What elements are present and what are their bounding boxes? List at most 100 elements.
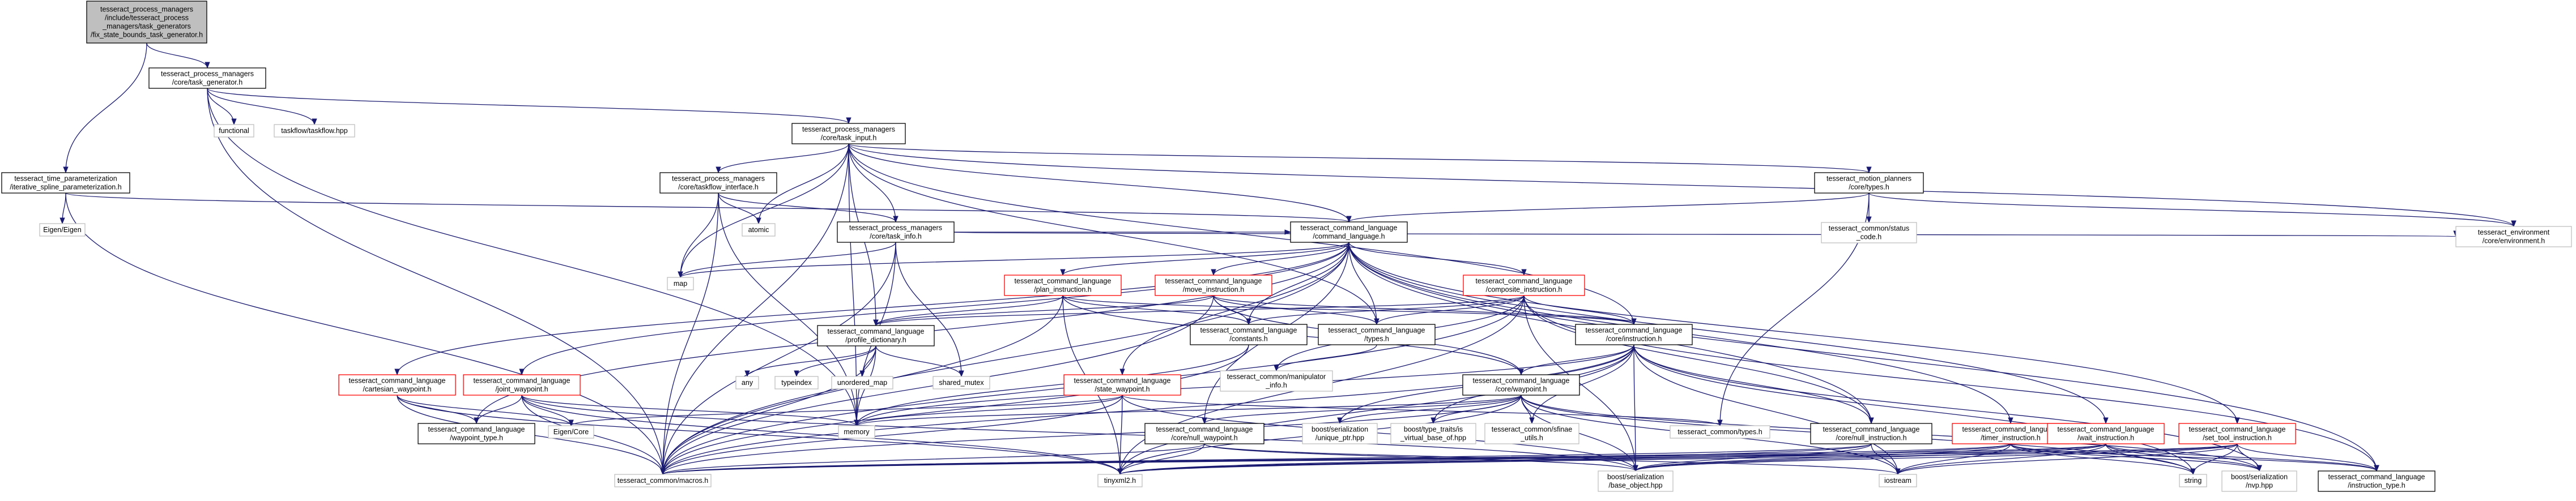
edge-set_tool_instruction-to-instruction_type xyxy=(2237,443,2379,472)
edge-set_tool_instruction-to-string xyxy=(2190,443,2238,476)
node-task-info[interactable]: tesseract_process_managers/core/task_inf… xyxy=(837,221,955,243)
node-root[interactable]: tesseract_process_managers/include/tesse… xyxy=(86,1,207,44)
edge-constants-to-memory xyxy=(854,344,1249,427)
node-constants[interactable]: tesseract_command_language/constants.h xyxy=(1190,324,1308,345)
node-box xyxy=(1821,222,1917,243)
node-taskflow-interface[interactable]: tesseract_process_managers/core/taskflow… xyxy=(659,172,777,194)
edge-task_input-to-motion_types xyxy=(848,143,1871,174)
node-core-instruction[interactable]: tesseract_command_language/core/instruct… xyxy=(1575,324,1693,345)
edge-root-to-iterative_spline xyxy=(63,42,147,174)
node-composite-instruction[interactable]: tesseract_command_language/composite_ins… xyxy=(1463,275,1585,296)
node-waypoint-type[interactable]: tesseract_command_language/waypoint_type… xyxy=(418,423,535,444)
node-label: /unique_ptr.hpp xyxy=(1315,434,1364,442)
node-plan-instruction[interactable]: tesseract_command_language/plan_instruct… xyxy=(1004,275,1122,296)
node-label: /wait_instruction.h xyxy=(2077,434,2134,442)
node-box xyxy=(2318,470,2436,492)
node-state-waypoint[interactable]: tesseract_command_language/state_waypoin… xyxy=(1063,374,1181,396)
node-label: tesseract_common/macros.h xyxy=(618,477,709,485)
node-label: tesseract_command_language xyxy=(1015,277,1112,285)
node-label: /state_waypoint.h xyxy=(1095,386,1149,393)
node-box xyxy=(614,474,712,487)
edge-composite_instruction-to-core_instruction xyxy=(1523,295,1637,326)
node-box xyxy=(338,374,456,396)
node-label: /core/environment.h xyxy=(2483,237,2545,245)
node-macros: tesseract_common/macros.h xyxy=(614,474,712,487)
edge-cartesian_waypoint-to-waypoint_type xyxy=(397,395,479,425)
edge-core_waypoint-to-memory xyxy=(854,395,1522,427)
node-environment: tesseract_environment/core/environment.h xyxy=(2455,226,2572,247)
node-string: string xyxy=(2179,474,2207,487)
node-label: tesseract_command_language xyxy=(1301,224,1398,232)
node-task-generator[interactable]: tesseract_process_managers/core/task_gen… xyxy=(148,67,266,89)
edge-core_waypoint-to-unique_ptr xyxy=(1337,395,1522,425)
edge-composite_instruction-to-instruction_type xyxy=(1523,295,2379,472)
node-iterative-spline[interactable]: tesseract_time_parameterization/iterativ… xyxy=(1,172,130,194)
node-motion-types[interactable]: tesseract_motion_planners/core/types.h xyxy=(1814,172,1924,194)
node-label: shared_mutex xyxy=(939,379,984,387)
node-box xyxy=(1390,423,1476,444)
edge-taskflow_interface-to-atomic xyxy=(718,192,761,225)
node-core-waypoint[interactable]: tesseract_command_language/core/waypoint… xyxy=(1462,374,1580,396)
node-label: /core/task_generator.h xyxy=(172,79,242,87)
node-label: _managers/task_generators xyxy=(102,23,191,31)
edge-null_instruction-to-macros xyxy=(661,443,1872,476)
node-label: unordered_map xyxy=(837,379,887,387)
node-label: /core/null_waypoint.h xyxy=(1171,434,1237,442)
node-box xyxy=(2221,470,2297,492)
node-box xyxy=(1484,423,1579,444)
node-task-input[interactable]: tesseract_process_managers/core/task_inp… xyxy=(791,123,906,144)
node-label: /core/types.h xyxy=(1849,183,1889,191)
node-wait-instruction[interactable]: tesseract_command_language/wait_instruct… xyxy=(2047,423,2165,444)
node-null-waypoint[interactable]: tesseract_command_language/core/null_way… xyxy=(1144,423,1264,444)
node-label: tesseract_command_language xyxy=(828,328,925,336)
node-label: /profile_dictionary.h xyxy=(845,336,906,344)
edge-timer_instruction-to-iostream xyxy=(1895,443,2011,476)
edge-task_input-to-map xyxy=(678,143,849,279)
node-move-instruction[interactable]: tesseract_command_language/move_instruct… xyxy=(1155,275,1272,296)
node-taskflow: taskflow/taskflow.hpp xyxy=(274,124,355,138)
edge-wait_instruction-to-iostream xyxy=(1895,443,2106,476)
node-label: tesseract_command_language xyxy=(1962,426,2059,434)
node-iostream: iostream xyxy=(1879,474,1917,487)
node-label: tesseract_command_language xyxy=(1329,327,1425,335)
edge-null_instruction-to-base_object xyxy=(1633,443,1872,472)
node-box xyxy=(2047,423,2165,444)
node-unique-ptr: boost/serialization/unique_ptr.hpp xyxy=(1302,423,1378,444)
node-label: Eigen/Core xyxy=(553,428,589,436)
node-label: /base_object.hpp xyxy=(1608,482,1662,490)
node-label: iostream xyxy=(1884,477,1911,485)
node-common-types: tesseract_common/types.h xyxy=(1670,425,1770,439)
node-status-code: tesseract_common/status_code.h xyxy=(1821,222,1917,243)
edge-cartesian_waypoint-to-eigen_core xyxy=(397,395,574,427)
edge-command_language-to-state_waypoint xyxy=(1119,242,1349,376)
node-cl-types[interactable]: tesseract_command_language/types.h xyxy=(1318,324,1436,345)
node-label: /waypoint_type.h xyxy=(450,434,503,442)
edge-task_info-to-macros xyxy=(660,242,896,476)
edge-command_language-to-constants xyxy=(1246,242,1349,326)
edge-profile_dictionary-to-shared_mutex xyxy=(875,345,964,378)
node-label: tesseract_command_language xyxy=(1156,426,1253,434)
node-type-traits: boost/type_traits/is_virtual_base_of.hpp xyxy=(1390,423,1476,444)
node-joint-waypoint[interactable]: tesseract_command_language/joint_waypoin… xyxy=(463,374,581,396)
node-null-instruction[interactable]: tesseract_command_language/core/null_ins… xyxy=(1810,423,1932,444)
edge-iterative_spline-to-command_language xyxy=(65,192,1351,223)
edge-command_language-to-instruction_type xyxy=(1348,242,2379,472)
node-label: tesseract_command_language xyxy=(428,426,525,434)
node-label: /cartesian_waypoint.h xyxy=(363,386,432,393)
dependency-edges xyxy=(59,42,2517,476)
edge-set_tool_instruction-to-base_object xyxy=(1633,443,2238,472)
node-label: any xyxy=(742,379,753,387)
edge-core_instruction-to-sfinae_utils xyxy=(1529,344,1634,425)
node-box xyxy=(548,425,594,439)
edge-command_language-to-plan_instruction xyxy=(1060,242,1349,276)
node-set-tool-instruction[interactable]: tesseract_command_language/set_tool_inst… xyxy=(2178,423,2296,444)
node-command-language[interactable]: tesseract_command_language/command_langu… xyxy=(1290,221,1408,243)
node-instruction-type[interactable]: tesseract_command_language/instruction_t… xyxy=(2318,470,2436,492)
node-box xyxy=(418,423,535,444)
edge-core_instruction-to-macros xyxy=(660,344,1634,476)
edge-wait_instruction-to-string xyxy=(2105,443,2196,476)
node-profile-dictionary[interactable]: tesseract_command_language/profile_dicti… xyxy=(817,325,935,346)
node-label: boost/type_traits/is xyxy=(1404,426,1463,434)
edge-task_generator-to-task_input xyxy=(207,88,851,125)
node-cartesian-waypoint[interactable]: tesseract_command_language/cartesian_way… xyxy=(338,374,456,396)
